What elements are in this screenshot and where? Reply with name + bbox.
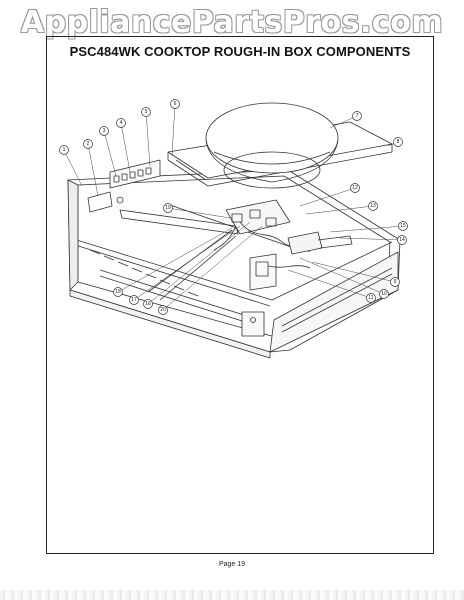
rail-front [99, 269, 261, 321]
callout-labels: 1 2 3 4 5 6 7 8 9 10 11 12 13 14 15 16 1… [59, 99, 408, 315]
callout-10: 10 [379, 289, 389, 299]
callout-11: 11 [366, 293, 376, 303]
valve-body [287, 231, 323, 255]
callout-6: 6 [170, 99, 180, 109]
wire-harness-2 [213, 225, 237, 251]
svg-text:10: 10 [381, 291, 387, 297]
svg-text:2: 2 [87, 141, 90, 147]
svg-text:6: 6 [174, 101, 177, 107]
callout-20: 20 [158, 305, 168, 315]
junction-knockout [250, 317, 256, 323]
rail-lower [69, 237, 393, 301]
right-rib [281, 267, 393, 327]
callout-15: 15 [398, 221, 408, 231]
callout-3: 3 [99, 126, 109, 136]
svg-text:3: 3 [103, 128, 106, 134]
callout-5: 5 [141, 107, 151, 117]
switch [255, 261, 269, 277]
site-watermark: AppliancePartsPros.com [20, 5, 444, 40]
page-number: Page 19 [218, 561, 246, 568]
burner-disc-side [205, 139, 339, 183]
svg-text:19: 19 [165, 205, 171, 211]
callout-18: 18 [113, 287, 123, 297]
grommet [116, 196, 124, 204]
callout-8: 8 [393, 137, 403, 147]
right-wall [269, 251, 399, 353]
svg-text:1: 1 [63, 147, 66, 153]
switch-wires [267, 265, 311, 269]
relay-2 [249, 209, 261, 219]
relay-3 [265, 217, 277, 227]
front-wall [69, 289, 271, 359]
svg-text:11: 11 [368, 295, 373, 301]
left-bracket [87, 191, 113, 213]
right-rib-2 [281, 273, 393, 333]
svg-text:13: 13 [370, 203, 376, 209]
switch-bracket [249, 253, 277, 291]
callout-2: 2 [83, 139, 93, 149]
diagram-frame [46, 36, 434, 554]
burner-disc-lip [213, 151, 331, 165]
valve-pipe [317, 235, 353, 249]
cover-flange [175, 159, 207, 181]
svg-text:15: 15 [400, 223, 406, 229]
svg-text:16: 16 [145, 301, 151, 307]
svg-text:5: 5 [145, 109, 148, 115]
box-outline [67, 169, 401, 353]
svg-text:18: 18 [115, 289, 121, 295]
callout-12: 12 [350, 183, 360, 193]
left-end [67, 179, 79, 291]
svg-text:17: 17 [131, 297, 137, 303]
control-module [225, 199, 291, 235]
svg-text:7: 7 [356, 113, 359, 119]
svg-text:8: 8 [397, 139, 400, 145]
terminal-5 [145, 167, 152, 175]
svg-text:9: 9 [394, 279, 397, 285]
callout-4: 4 [116, 118, 126, 128]
svg-text:4: 4 [120, 120, 123, 126]
relay-1 [231, 213, 243, 223]
terminal-4 [137, 169, 144, 177]
burner-disc-base [223, 151, 321, 189]
page-title: PSC484WK COOKTOP ROUGH-IN BOX COMPONENTS [69, 44, 411, 59]
cross-channel [119, 209, 239, 235]
terminal-3 [129, 171, 136, 179]
burner-disc-top [205, 102, 339, 174]
callout-17: 17 [129, 295, 139, 305]
slots [89, 249, 199, 297]
svg-text:20: 20 [160, 307, 166, 313]
callout-16: 16 [143, 299, 153, 309]
callout-14: 14 [397, 235, 407, 245]
callout-13: 13 [368, 201, 378, 211]
diagonal-support [159, 235, 237, 301]
svg-text:14: 14 [399, 237, 405, 243]
callout-1: 1 [59, 145, 69, 155]
cover-panel-edge [167, 144, 393, 187]
scan-artifact [0, 590, 464, 600]
terminal-2 [121, 173, 128, 181]
rail-front-2 [99, 275, 259, 327]
terminal-1 [113, 175, 120, 183]
callout-7: 7 [352, 111, 362, 121]
svg-text:12: 12 [352, 185, 358, 191]
callout-19: 19 [163, 203, 173, 213]
callout-9: 9 [390, 277, 400, 287]
junction-plate [241, 311, 265, 337]
